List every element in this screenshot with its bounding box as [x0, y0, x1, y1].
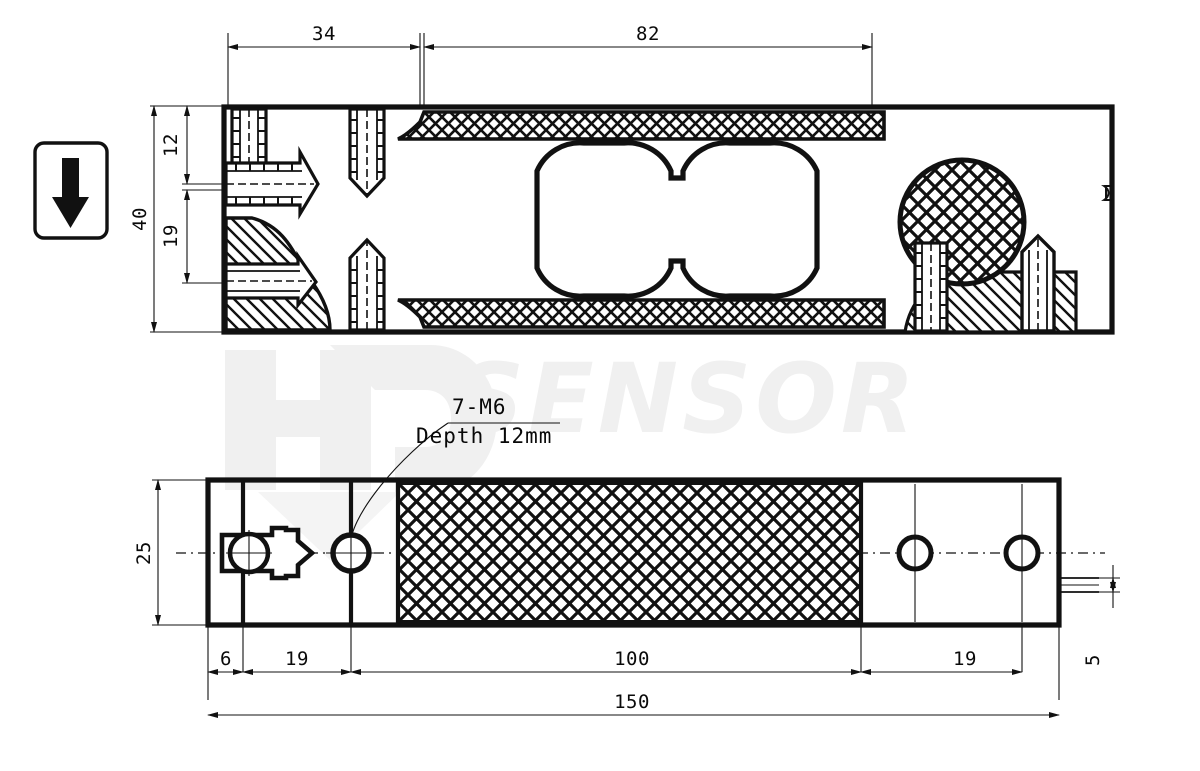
beam-outline [221, 104, 1115, 335]
side-section-view: 34 82 40 12 19 [129, 23, 1115, 335]
dim-82-label: 82 [636, 23, 660, 45]
dim-150-label: 150 [614, 691, 650, 713]
plan-threaded-hole-left [219, 525, 316, 581]
threaded-hole-h2 [224, 250, 318, 310]
dim-5-label: 5 [1082, 654, 1104, 666]
note-line-1: 7-M6 [452, 395, 507, 419]
threaded-hole-v5 [1020, 233, 1056, 333]
upper-relief-channel [397, 110, 886, 141]
note-line-2: Depth 12mm [416, 424, 552, 448]
cable-stub [1101, 185, 1112, 201]
dim-5: 5 [1082, 565, 1120, 666]
watermark-brand-text: SENSOR [455, 343, 919, 455]
lower-relief-channel [397, 298, 886, 329]
dim-19-a: 19 [242, 648, 352, 675]
dim-12: 12 [160, 105, 240, 185]
dim-40: 40 [129, 105, 228, 333]
plan-hole-3 [1003, 484, 1041, 622]
spring-element-cutout [534, 140, 820, 299]
load-direction-arrow [33, 141, 109, 240]
plan-hole-1 [326, 528, 376, 578]
dim-82: 82 [423, 23, 873, 108]
dim-6-label: 6 [220, 648, 232, 670]
threaded-hole-v3 [348, 237, 386, 332]
arrow-down-icon [52, 158, 89, 228]
top-plan-view: 25 [133, 477, 1120, 718]
plan-hole-2 [896, 484, 934, 622]
threaded-hole-v4 [913, 241, 949, 333]
textured-zone [396, 481, 863, 624]
threaded-hole-v2 [348, 107, 386, 199]
threaded-hole-h1 [224, 145, 320, 220]
dim-100-label: 100 [614, 648, 650, 670]
dim-19-left-label: 19 [160, 224, 182, 248]
dim-34: 34 [227, 23, 421, 108]
watermark: SENSOR [225, 343, 919, 560]
dim-100: 100 [350, 648, 862, 675]
plan-extension-lines [207, 625, 1060, 700]
plan-cable-exit [1059, 577, 1099, 593]
left-end-features [224, 107, 386, 332]
dim-40-label: 40 [129, 207, 151, 231]
dim-150: 150 [207, 691, 1060, 718]
dim-25-label: 25 [133, 541, 155, 565]
note-callout-7-m6: 7-M6 Depth 12mm [348, 395, 560, 551]
dim-6: 6 [207, 648, 244, 675]
dim-34-label: 34 [312, 23, 336, 45]
dim-19-a-label: 19 [285, 648, 309, 670]
right-end-features [897, 157, 1112, 334]
dim-19-b-label: 19 [953, 648, 977, 670]
dim-12-label: 12 [160, 133, 182, 157]
dim-19-b: 19 [860, 648, 1023, 675]
dim-25: 25 [133, 479, 212, 626]
